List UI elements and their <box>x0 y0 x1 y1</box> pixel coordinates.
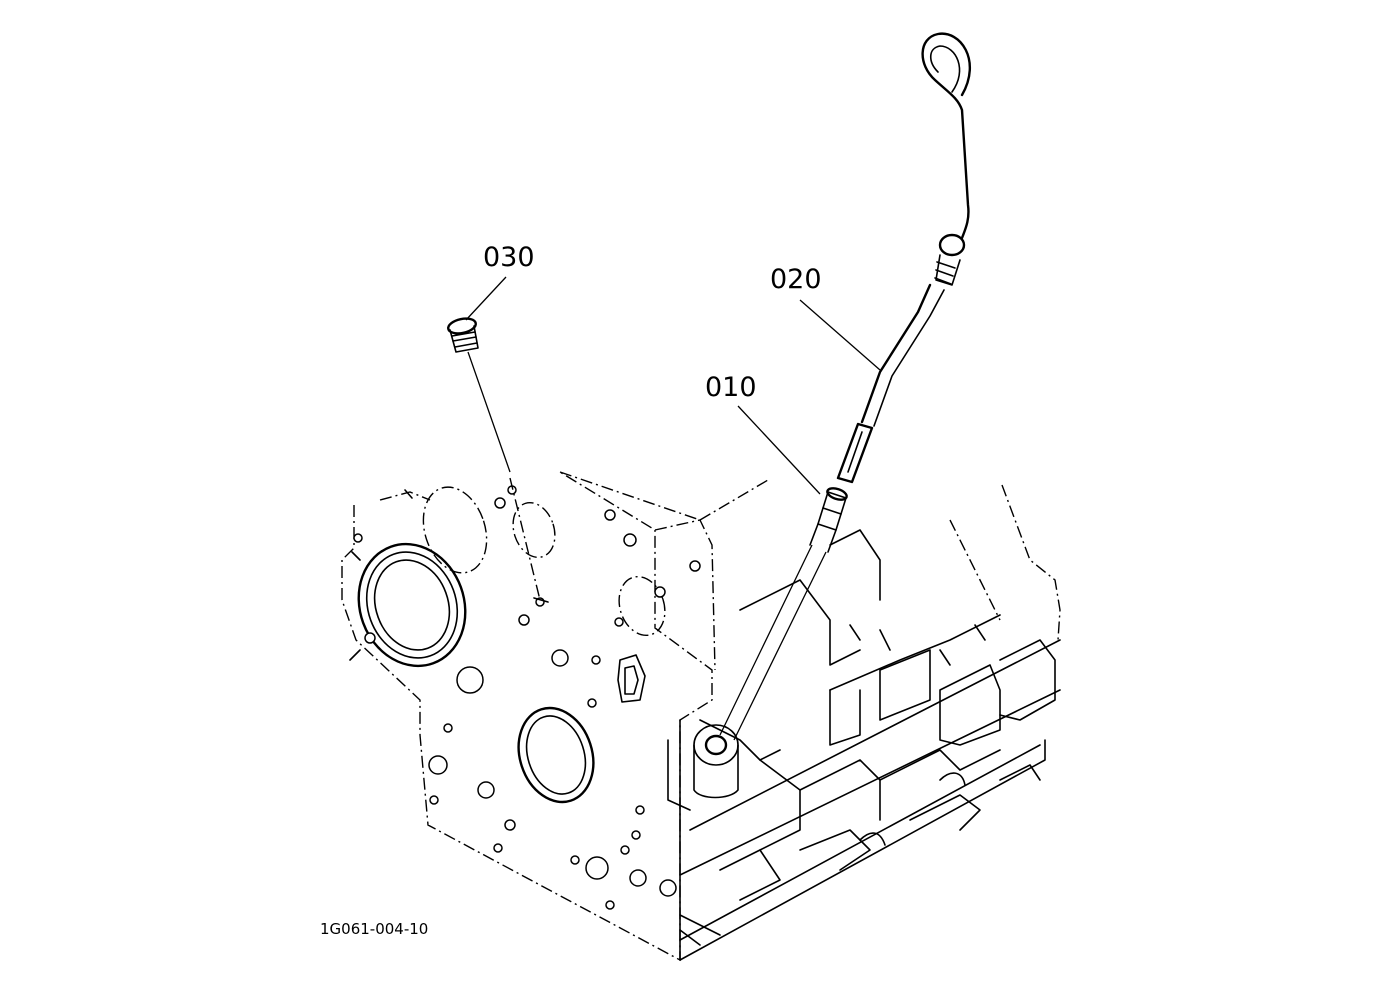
svg-text:020: 020 <box>770 264 822 295</box>
part-030-plug[interactable] <box>447 316 549 603</box>
engine-block <box>341 471 1061 962</box>
svg-text:010: 010 <box>705 372 757 403</box>
part-010-dipstick-guide[interactable] <box>719 486 848 741</box>
drawing-id: 1G061-004-10 <box>320 920 428 938</box>
part-020-oil-dipstick[interactable] <box>836 32 971 484</box>
bolt-holes <box>353 485 701 910</box>
svg-text:030: 030 <box>483 242 535 273</box>
callout-020: 020 <box>770 264 881 371</box>
callout-030: 030 <box>465 242 535 321</box>
callout-010: 010 <box>705 372 821 495</box>
